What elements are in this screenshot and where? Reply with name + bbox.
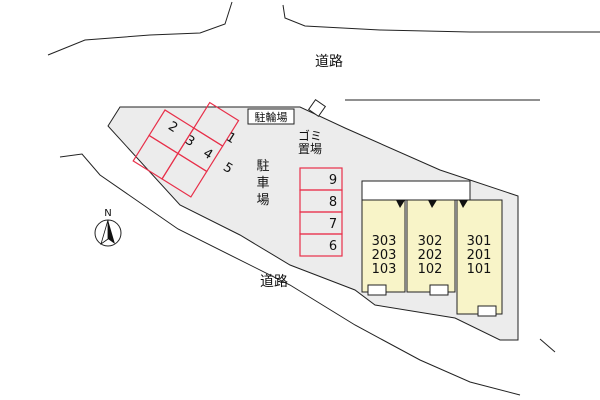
- unit-102: 102: [418, 262, 443, 277]
- parking-right-group: [299, 167, 343, 257]
- parking-label-6: 6: [329, 239, 337, 254]
- compass-north-label: N: [104, 208, 111, 219]
- parking-label-8: 8: [329, 195, 337, 210]
- parking-label-9: 9: [329, 173, 337, 188]
- unit-302: 302: [418, 234, 443, 249]
- unit-103: 103: [372, 262, 397, 277]
- parking-left-group: [132, 101, 240, 198]
- parking-label-7: 7: [329, 217, 337, 232]
- bicycle-parking-label: 駐輪場: [255, 110, 288, 124]
- road-lines: [47, 1, 600, 396]
- parking-slot-5: [161, 152, 208, 198]
- building-entrance-bar: [361, 180, 471, 201]
- garbage-area-label-2: 置場: [298, 142, 322, 156]
- unit-101: 101: [467, 262, 492, 277]
- unit-201: 201: [467, 248, 492, 263]
- road-label-south: 道路: [260, 274, 288, 290]
- garbage-icon: [307, 98, 327, 118]
- parking-area-label-1: 駐: [256, 159, 269, 174]
- garbage-area-label-1: ゴミ: [298, 128, 322, 143]
- apartment-building: [361, 180, 503, 317]
- parking-slot-6: [299, 233, 343, 257]
- unit-202: 202: [418, 248, 443, 263]
- compass-icon: [94, 219, 122, 247]
- parking-area-label-2: 車: [256, 176, 269, 191]
- bicycle-parking-box: [247, 108, 295, 125]
- unit-301: 301: [467, 234, 492, 249]
- parking-area-label-3: 場: [256, 193, 269, 208]
- road-label-north: 道路: [315, 54, 343, 70]
- unit-203: 203: [372, 248, 397, 263]
- unit-303: 303: [372, 234, 397, 249]
